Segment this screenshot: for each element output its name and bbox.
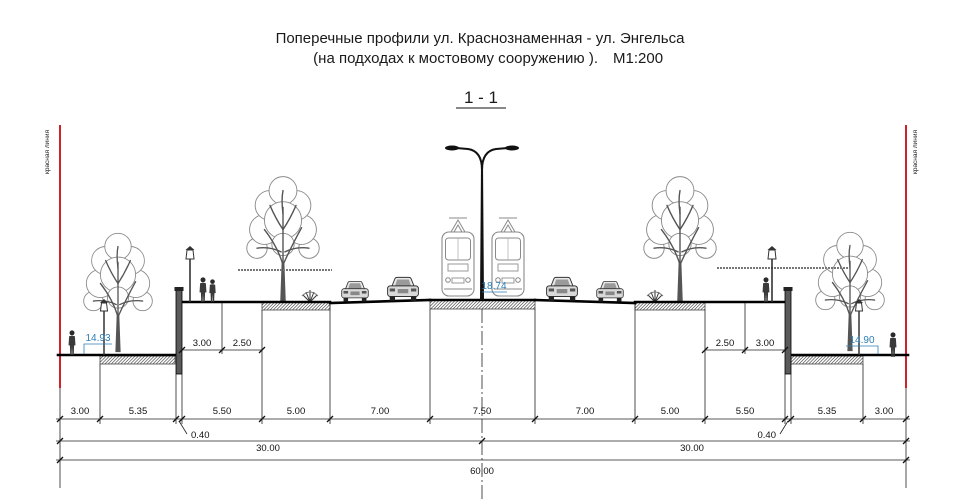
construction-lines xyxy=(59,303,907,500)
title-line-1: Поперечные профили ул. Краснознаменная -… xyxy=(276,30,686,47)
elevation-left: 14.93 xyxy=(85,333,110,344)
red-line-label-left: красная линия xyxy=(44,130,51,174)
drawing-scale: М1:200 xyxy=(613,50,663,67)
vegetation xyxy=(82,175,886,353)
sidewalk-lamp-right xyxy=(767,246,777,302)
dimension-tick xyxy=(96,415,104,423)
section-label: 1 - 1 xyxy=(456,88,506,109)
dimension-tick xyxy=(178,415,186,423)
segment-label: 5.50 xyxy=(213,406,232,417)
segment-label: 5.35 xyxy=(818,406,837,417)
segment-label: 3.00 xyxy=(875,406,894,417)
dimension-lines xyxy=(56,349,910,461)
upper-right-label: 3.00 xyxy=(756,338,775,349)
dimension-tick xyxy=(781,415,789,423)
total-width: 60.00 xyxy=(470,466,494,477)
segment-label: 5.35 xyxy=(129,406,148,417)
pedestrian-icon-left-upper-1 xyxy=(199,277,207,302)
street-lamp-center xyxy=(445,145,519,300)
retaining-wall-right xyxy=(783,287,793,375)
sidewalk-lamp-left xyxy=(185,246,195,302)
segment-label: 7.00 xyxy=(371,406,390,417)
dimension-ticks xyxy=(56,346,910,464)
red-lines: красная линия красная линия xyxy=(44,125,919,388)
segment-label: 5.00 xyxy=(287,406,306,417)
section-label-text: 1 - 1 xyxy=(464,88,498,107)
car-icon-4 xyxy=(596,280,624,302)
dimension-tick xyxy=(631,415,639,423)
segment-label: 7.50 xyxy=(473,406,492,417)
dimension-labels: 3.00 5.35 5.50 5.00 7.00 7.50 7.00 5.00 … xyxy=(71,338,894,477)
dimension-tick xyxy=(56,437,64,445)
pedestrian-icon-left-upper-2 xyxy=(209,279,216,302)
hatched-strip xyxy=(790,355,864,365)
segment-label: 5.50 xyxy=(736,406,755,417)
dimension-tick xyxy=(56,456,64,464)
wall-width-left: 0.40 xyxy=(191,430,210,441)
car-icon-2 xyxy=(387,276,419,302)
shrub-icon-left xyxy=(301,290,319,303)
hatched-strip xyxy=(261,301,331,311)
dimension-tick xyxy=(426,415,434,423)
car-icon-3 xyxy=(546,276,578,302)
dimension-tick xyxy=(701,415,709,423)
dimension-tick xyxy=(859,415,867,423)
car-icon-1 xyxy=(341,280,369,302)
segment-label: 7.00 xyxy=(576,406,595,417)
half-width-left: 30.00 xyxy=(256,443,280,454)
elevation-right: 14.90 xyxy=(849,335,874,346)
dimension-tick xyxy=(172,415,180,423)
elevation-leader-right xyxy=(846,345,879,354)
dimension-tick xyxy=(787,415,795,423)
wall-width-right: 0.40 xyxy=(758,430,777,441)
half-width-right: 30.00 xyxy=(680,443,704,454)
title-line-2: (на подходах к мостовому сооружению ). xyxy=(313,50,598,67)
dimension-tick xyxy=(902,456,910,464)
dimension-tick xyxy=(531,415,539,423)
dimension-tick xyxy=(902,415,910,423)
segment-label: 3.00 xyxy=(71,406,90,417)
dimension-tick xyxy=(56,415,64,423)
dimension-tick xyxy=(258,415,266,423)
hatched-strips xyxy=(99,299,864,365)
tram-icon-left xyxy=(441,217,475,297)
wall-leader-right xyxy=(779,420,789,435)
dimension-tick xyxy=(326,415,334,423)
dimension-tick xyxy=(258,346,266,354)
pedestrian-icon-right-upper xyxy=(762,277,770,302)
ground-profile xyxy=(56,298,910,357)
dimension-tick xyxy=(741,346,749,354)
tree-icon-large-left xyxy=(246,175,320,302)
elevation-center: 18.74 xyxy=(481,281,506,292)
red-line-label-right: красная линия xyxy=(912,130,919,174)
segment-label: 5.00 xyxy=(661,406,680,417)
dimension-tick xyxy=(218,346,226,354)
wall-leader-left xyxy=(178,420,188,435)
park-lamp-right xyxy=(854,299,864,355)
dimension-tick xyxy=(902,437,910,445)
upper-left-label: 3.00 xyxy=(193,338,212,349)
elevation-leader-left xyxy=(83,343,112,354)
tree-icon-small-right xyxy=(814,231,886,352)
title-block: Поперечные профили ул. Краснознаменная -… xyxy=(276,30,686,67)
dimension-tick xyxy=(478,437,486,445)
dimension-tick xyxy=(178,346,186,354)
upper-right-label: 2.50 xyxy=(716,338,735,349)
pedestrian-icon-left-lower xyxy=(68,330,76,355)
retaining-wall-left xyxy=(174,287,184,375)
tree-icon-large-right xyxy=(643,175,717,302)
elevation-marks: 14.93 18.74 14.90 xyxy=(83,281,879,354)
upper-left-label: 2.50 xyxy=(233,338,252,349)
dimension-tick xyxy=(701,346,709,354)
hatched-strip xyxy=(99,355,176,365)
shrub-icon-right xyxy=(646,290,664,303)
hatched-strip xyxy=(429,299,536,310)
pedestrian-icon-right-lower xyxy=(889,332,897,357)
dimension-tick xyxy=(781,346,789,354)
park-lamp-left xyxy=(99,299,109,355)
